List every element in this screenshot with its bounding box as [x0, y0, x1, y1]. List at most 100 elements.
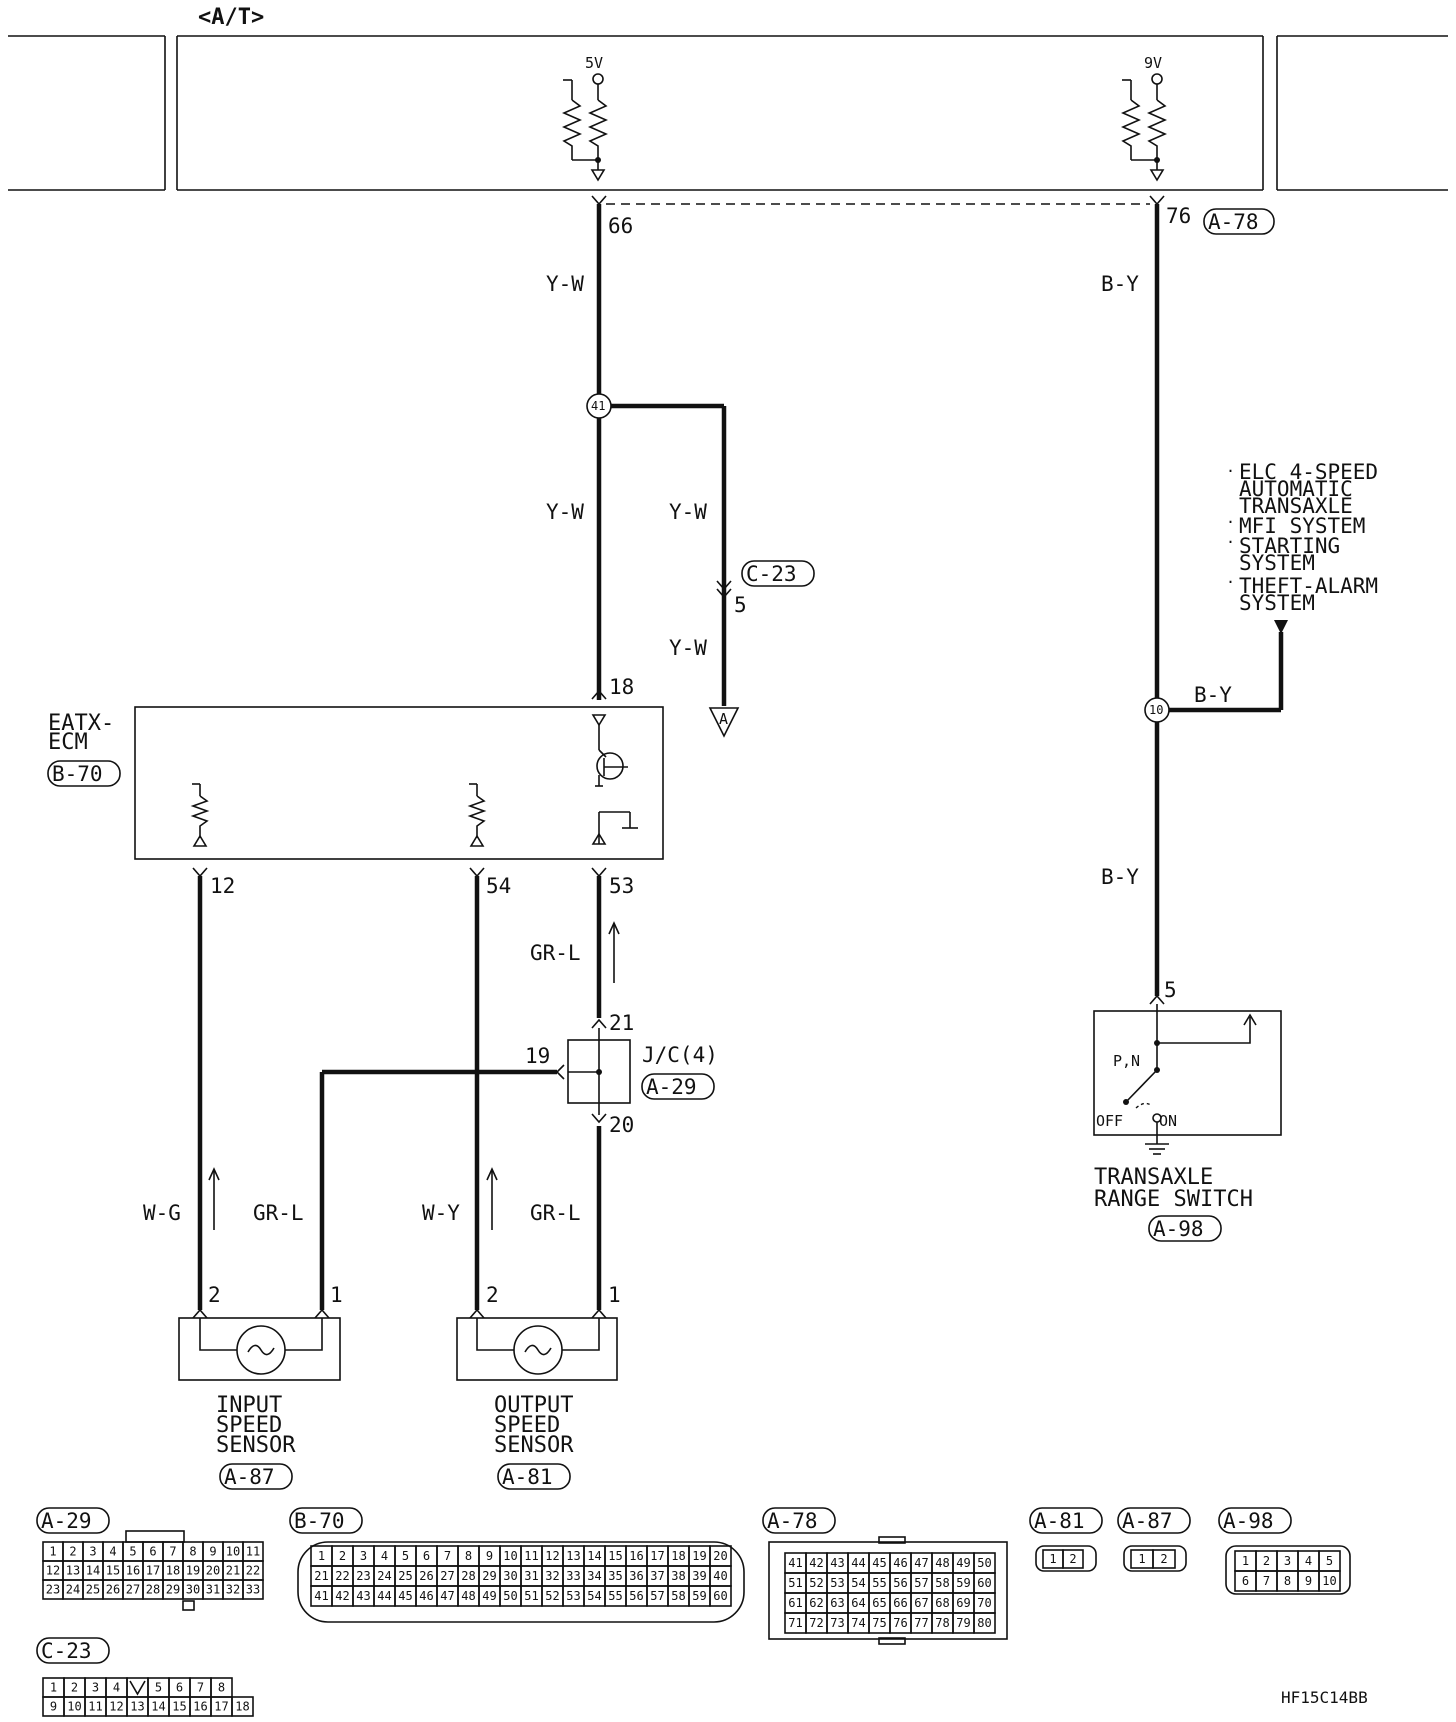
cavity-number: 21 [314, 1569, 328, 1583]
cavity-number: 48 [935, 1556, 949, 1570]
cavity-number: 1 [1138, 1552, 1145, 1566]
cavity-number: 28 [461, 1569, 475, 1583]
input-sensor-ref: A-87 [224, 1465, 275, 1489]
cavity-number: 76 [893, 1616, 907, 1630]
wire-label-by-3: B-Y [1101, 865, 1139, 889]
cavity-number: 10 [67, 1700, 81, 1714]
cavity-number: 25 [86, 1583, 100, 1597]
cavity-number: 52 [545, 1589, 559, 1603]
cv-a78-ref: A-78 [767, 1509, 818, 1533]
svg-text:·: · [1226, 533, 1235, 551]
switch-pos-on: ON [1159, 1112, 1177, 1130]
switch-name-2: RANGE SWITCH [1094, 1187, 1253, 1212]
cavity-number: 5 [155, 1681, 162, 1695]
cavity-number: 77 [914, 1616, 928, 1630]
note-line-3: TRANSAXLE [1239, 494, 1353, 518]
cavity-number: 53 [566, 1589, 580, 1603]
cavity-number: 12 [109, 1700, 123, 1714]
output-sensor-name-2: SPEED [494, 1413, 560, 1438]
note-line-2: AUTOMATIC [1239, 477, 1353, 501]
wire-label-grl-3: GR-L [530, 1201, 581, 1225]
cavity-number: 6 [149, 1545, 156, 1559]
c23-pin: 5 [734, 593, 747, 617]
jc-pin-20: 20 [609, 1113, 634, 1137]
cavity-number: 26 [419, 1569, 433, 1583]
output-sensor-name-1: OUTPUT [494, 1393, 573, 1418]
svg-text:·: · [1226, 513, 1235, 531]
to-systems-arrow [1274, 620, 1288, 634]
cavity-number: 47 [440, 1589, 454, 1603]
note-line-4: MFI SYSTEM [1239, 514, 1365, 538]
eatx-ref: B-70 [52, 762, 103, 786]
cavity-number: 13 [66, 1564, 80, 1578]
cavity-number: 60 [713, 1589, 727, 1603]
connector-cavity [709, 1585, 732, 1607]
cavity-number: 3 [92, 1681, 99, 1695]
cavity-number: 30 [503, 1569, 517, 1583]
input-sensor-pin-2: 2 [208, 1283, 221, 1307]
wire-label-yw-1: Y-W [546, 272, 584, 296]
cavity-number: 6 [1242, 1574, 1249, 1588]
cavity-number: 7 [197, 1681, 204, 1695]
cavity-number: 3 [1284, 1554, 1291, 1568]
cavity-number: 10 [226, 1545, 240, 1559]
figure-code: HF15C14BB [1281, 1688, 1368, 1707]
cavity-number: 48 [461, 1589, 475, 1603]
wire-label-yw-4: Y-W [669, 636, 707, 660]
cavity-number: 8 [218, 1681, 225, 1695]
switch-name-1: TRANSAXLE [1094, 1165, 1213, 1190]
cavity-number: 23 [46, 1583, 60, 1597]
cavity-number: 55 [608, 1589, 622, 1603]
connector-cavity [973, 1612, 996, 1634]
cavity-number: 22 [246, 1564, 260, 1578]
cavity-number: 8 [465, 1549, 472, 1563]
jc-ref: A-29 [646, 1075, 697, 1099]
cavity-number: 4 [381, 1549, 388, 1563]
connector-cavity [1152, 1549, 1176, 1569]
cavity-number: 20 [713, 1549, 727, 1563]
cavity-number: 68 [935, 1596, 949, 1610]
cavity-number: 6 [176, 1681, 183, 1695]
cavity-number: 14 [151, 1700, 165, 1714]
cavity-number: 50 [503, 1589, 517, 1603]
jc-name: J/C(4) [642, 1043, 718, 1067]
cavity-number: 41 [314, 1589, 328, 1603]
cavity-number: 5 [1326, 1554, 1333, 1568]
cavity-number: 58 [935, 1576, 949, 1590]
note-line-7: THEFT-ALARM [1239, 574, 1378, 598]
switch-ref: A-98 [1153, 1217, 1204, 1241]
cv-a98-ref: A-98 [1223, 1509, 1274, 1533]
cavity-number: 17 [650, 1549, 664, 1563]
cavity-number: 12 [545, 1549, 559, 1563]
cv-b70-ref: B-70 [294, 1509, 345, 1533]
supply-5v-label: 5V [585, 54, 603, 72]
cavity-number: 71 [788, 1616, 802, 1630]
cavity-number: 4 [113, 1681, 120, 1695]
cavity-number: 11 [246, 1545, 260, 1559]
cavity-number: 11 [88, 1700, 102, 1714]
jc-pin-19: 19 [525, 1044, 550, 1068]
cavity-number: 32 [545, 1569, 559, 1583]
eatx-name-2: ECM [48, 730, 88, 755]
cavity-number: 4 [109, 1545, 116, 1559]
cavity-number: 9 [486, 1549, 493, 1563]
cavity-number: 7 [169, 1545, 176, 1559]
cavity-number: 2 [339, 1549, 346, 1563]
switch-pos-off: OFF [1096, 1112, 1123, 1130]
connector-cavity [1318, 1570, 1341, 1592]
cavity-number: 54 [851, 1576, 865, 1590]
cavity-number: 10 [503, 1549, 517, 1563]
cavity-number: 43 [830, 1556, 844, 1570]
cavity-number: 1 [1049, 1552, 1056, 1566]
cavity-number: 38 [671, 1569, 685, 1583]
cavity-number: 13 [130, 1700, 144, 1714]
cavity-number: 50 [977, 1556, 991, 1570]
switch-pos-pn: P,N [1113, 1052, 1140, 1070]
cavity-number: 64 [851, 1596, 865, 1610]
cavity-number: 26 [106, 1583, 120, 1597]
cv-a29-ref: A-29 [41, 1509, 92, 1533]
